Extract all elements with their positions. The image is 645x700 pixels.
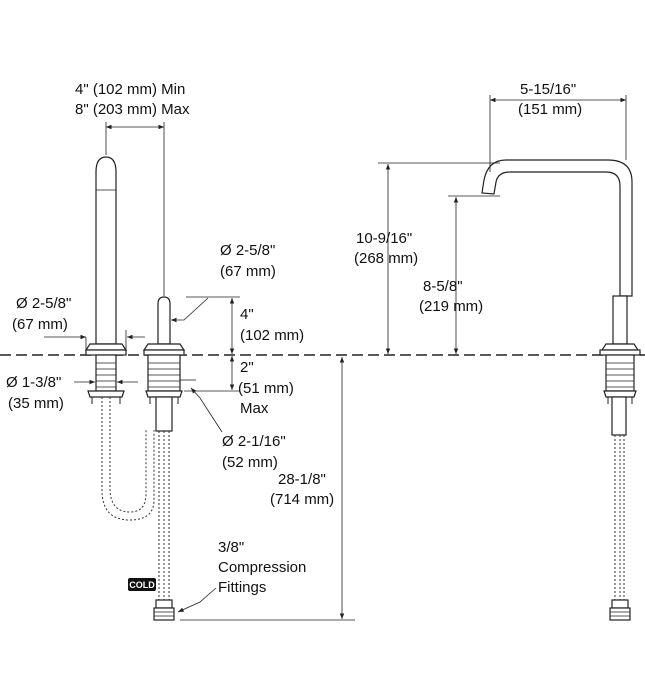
dimension-labels: 4" (102 mm) Min 8" (203 mm) Max Ø 2-5/8"… — [6, 81, 582, 596]
dimension-lines — [44, 95, 627, 621]
spout-side-view — [481, 159, 641, 621]
handle-height-metric-label: (102 mm) — [240, 327, 304, 344]
handle-hole-diameter-label: Ø 2-1/16" — [222, 433, 286, 450]
spout-base-diameter-label: Ø 2-5/8" — [16, 295, 71, 312]
fittings-word-label: Fittings — [218, 579, 266, 596]
spout-base-diameter-metric-label: (67 mm) — [12, 316, 68, 333]
fittings-size-label: 3/8" — [218, 539, 244, 556]
deck-thickness-metric-label: (51 mm) — [238, 380, 294, 397]
handle-diameter-label: Ø 2-5/8" — [220, 242, 275, 259]
spout-reach-metric-label: (151 mm) — [518, 101, 582, 118]
cold-tag-label: COLD — [129, 580, 155, 590]
spread-min-label: 4" (102 mm) Min — [75, 81, 185, 98]
cold-hose-tag: COLD — [128, 578, 156, 591]
spread-max-label: 8" (203 mm) Max — [75, 101, 190, 118]
spout-hole-diameter-label: Ø 1-3/8" — [6, 374, 61, 391]
handle-hole-diameter-metric-label: (52 mm) — [222, 454, 278, 471]
handle-front-view — [142, 296, 186, 432]
deck-thickness-label: 2" — [240, 359, 254, 376]
spout-height-metric-label: (268 mm) — [354, 250, 418, 267]
fittings-type-label: Compression — [218, 559, 306, 576]
spout-hole-diameter-metric-label: (35 mm) — [8, 395, 64, 412]
spout-reach-label: 5-15/16" — [520, 81, 576, 98]
supply-length-label: 28-1/8" — [278, 471, 326, 488]
supply-length-metric-label: (714 mm) — [270, 491, 334, 508]
deck-thickness-max-label: Max — [240, 400, 269, 417]
spout-clearance-label: 8-5/8" — [423, 278, 463, 295]
spout-clearance-metric-label: (219 mm) — [419, 298, 483, 315]
spout-front-view — [84, 156, 128, 404]
handle-height-label: 4" — [240, 306, 254, 323]
supply-hoses — [101, 397, 175, 621]
handle-diameter-metric-label: (67 mm) — [220, 263, 276, 280]
spout-height-label: 10-9/16" — [356, 230, 412, 247]
